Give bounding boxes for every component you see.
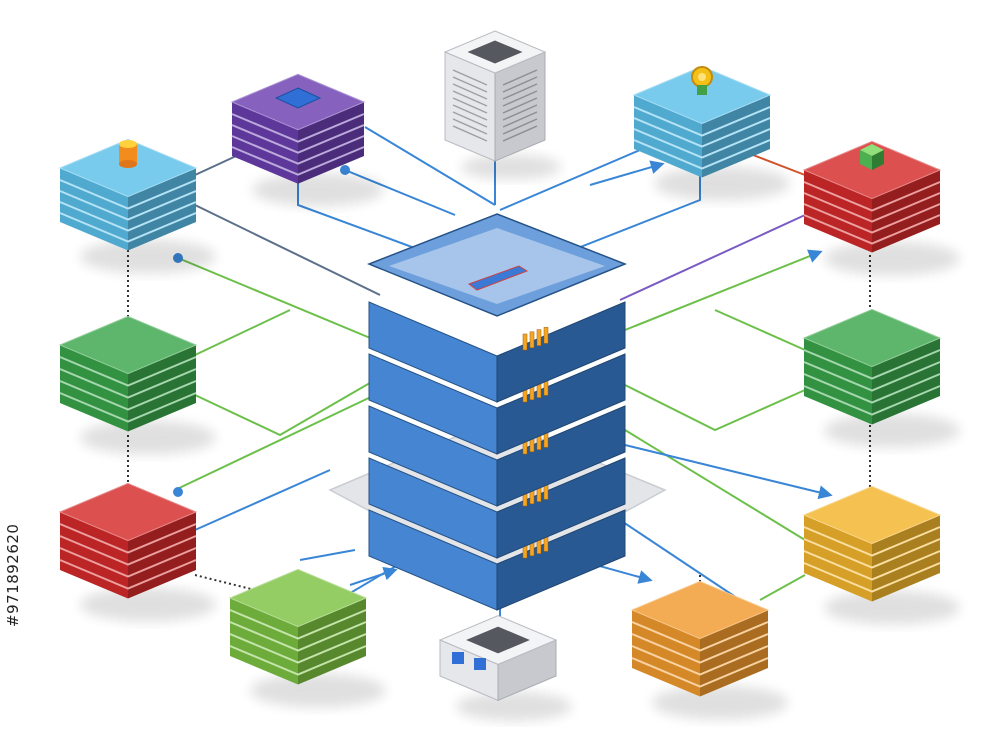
server-stack-yellow-right (802, 485, 960, 625)
connector-line (619, 519, 741, 601)
gear-icon (691, 66, 713, 95)
server-stack-purple (230, 73, 384, 207)
storage-unit-gray-top (443, 30, 561, 180)
connector-line (589, 160, 665, 186)
connector-line (299, 549, 356, 561)
server-stack-lime-bottom (228, 568, 386, 708)
connector-line (624, 444, 833, 500)
server-nodes (58, 30, 960, 721)
connector-line (759, 574, 806, 601)
server-stack-orange-bottom (630, 580, 788, 720)
connector-node-dot (173, 487, 183, 497)
image-id-text: #971892620 (4, 523, 22, 627)
connector-line (624, 429, 806, 541)
chip-icon (274, 87, 322, 109)
server-stack-green-right (802, 308, 960, 448)
database-icon (119, 140, 137, 168)
connector-line (499, 149, 641, 211)
connector-line (344, 169, 456, 216)
connector-line (624, 249, 823, 331)
server-stack-red-right (802, 140, 960, 276)
drive-slot-icon (467, 265, 529, 291)
connector-line (349, 566, 398, 586)
drive-bay-lights (522, 327, 549, 351)
connector-line (194, 379, 376, 437)
connector-line (619, 214, 806, 301)
connector-node-dot (340, 165, 350, 175)
connector-line (194, 309, 291, 356)
connector-line (174, 394, 376, 491)
connector-line (177, 257, 376, 341)
connector-line (194, 469, 331, 531)
connector-line (624, 384, 806, 432)
server-tower-floor (368, 353, 626, 455)
connector-line (714, 309, 806, 351)
server-tower-floor (368, 301, 626, 403)
server-stack-cyan-top-right (632, 65, 790, 201)
server-tower-body (366, 213, 628, 611)
server-stack-red-left (58, 482, 216, 622)
cube-icon (860, 144, 884, 170)
server-stack-cyan-left (58, 138, 216, 274)
server-stack-green-left (58, 315, 216, 455)
server-tower-floor (368, 509, 626, 611)
connector-line (194, 204, 381, 296)
storage-unit-gray-bottom (438, 615, 572, 721)
server-tower-floor (368, 457, 626, 559)
server-tower-floor (368, 405, 626, 507)
connector-line (364, 126, 496, 206)
central-server-tower (328, 213, 667, 611)
